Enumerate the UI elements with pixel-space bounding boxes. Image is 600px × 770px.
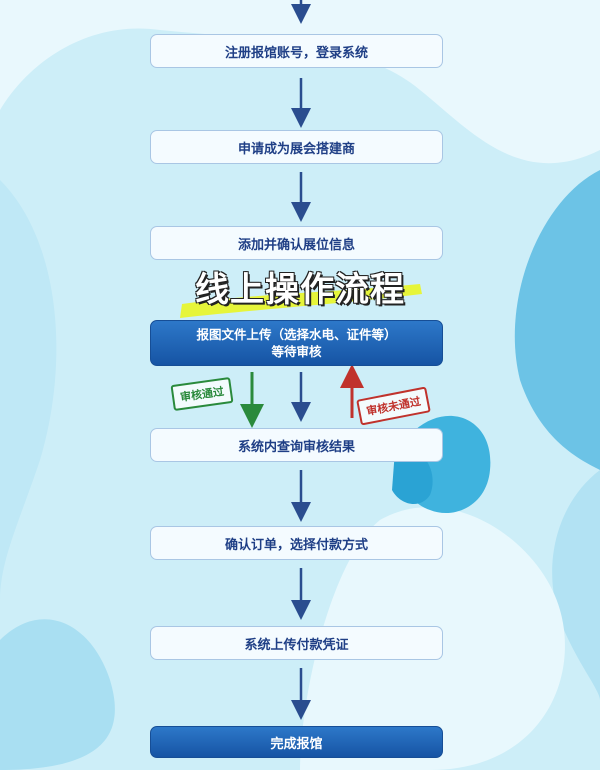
step-confirm-order: 确认订单，选择付款方式 xyxy=(150,526,443,560)
step-label: 完成报馆 xyxy=(270,736,323,752)
title-banner: 线上操作流程 xyxy=(170,258,430,318)
step-check-result: 系统内查询审核结果 xyxy=(150,428,443,462)
step-label: 确认订单，选择付款方式 xyxy=(224,537,368,553)
step-complete: 完成报馆 xyxy=(150,726,443,758)
step-label: 报图文件上传（选择水电、证件等） xyxy=(196,327,397,342)
step-label-2: 等待审核 xyxy=(271,344,322,359)
step-register-login: 注册报馆账号，登录系统 xyxy=(150,34,443,68)
page-title: 线上操作流程 xyxy=(195,270,405,310)
step-upload-files: 报图文件上传（选择水电、证件等） 等待审核 xyxy=(150,320,443,366)
step-label: 添加并确认展位信息 xyxy=(237,237,355,253)
step-label: 申请成为展会搭建商 xyxy=(237,141,355,157)
step-add-booth: 添加并确认展位信息 xyxy=(150,226,443,260)
highlight-stroke xyxy=(180,284,422,318)
step-label: 系统上传付款凭证 xyxy=(244,637,349,653)
step-label: 系统内查询审核结果 xyxy=(237,439,355,455)
step-label: 注册报馆账号，登录系统 xyxy=(224,45,368,61)
step-upload-payment: 系统上传付款凭证 xyxy=(150,626,443,660)
step-apply-builder: 申请成为展会搭建商 xyxy=(150,130,443,164)
